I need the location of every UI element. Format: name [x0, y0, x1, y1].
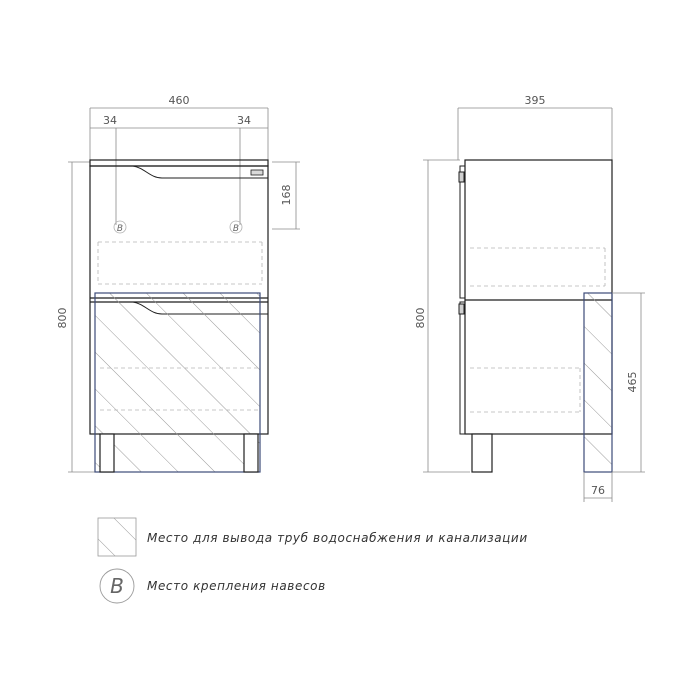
side-depth-label: 395 — [525, 94, 546, 107]
front-pipe-zone — [94, 292, 261, 473]
legend: Место для вывода труб водоснабжения и ка… — [97, 517, 528, 604]
svg-text:B: B — [117, 224, 123, 234]
front-legs — [99, 433, 259, 473]
legend-mount-text: Место крепления навесов — [147, 579, 326, 593]
side-height-dimension — [423, 159, 470, 473]
front-width-label: 460 — [169, 94, 190, 107]
front-right-offset-label: 34 — [237, 114, 251, 127]
side-pipe-height-label: 465 — [626, 372, 639, 393]
front-height-dimension — [68, 161, 95, 473]
side-height-label: 800 — [414, 308, 427, 329]
legend-mount-letter: B — [110, 574, 124, 598]
front-mount-marker-left: B — [113, 220, 127, 234]
front-mount-marker-right: B — [229, 220, 243, 234]
side-pipe-zone — [583, 292, 613, 473]
side-depth-dimension — [457, 107, 613, 160]
side-pipe-depth-label: 76 — [591, 484, 605, 497]
legend-hatch-swatch — [97, 517, 137, 557]
legend-mount-row: B Место крепления навесов — [99, 568, 326, 604]
side-view: 395 800 — [414, 94, 645, 502]
front-panel-height-label: 168 — [280, 185, 293, 206]
legend-pipe-zone-text: Место для вывода труб водоснабжения и ка… — [147, 531, 528, 545]
front-view: 460 34 34 168 800 — [56, 94, 300, 473]
front-hidden-lower-drawer — [100, 367, 260, 411]
side-pipe-height-dimension — [612, 292, 645, 473]
front-width-dimension — [89, 107, 269, 225]
side-pipe-depth-dimension — [583, 472, 613, 502]
side-leg — [471, 433, 493, 473]
front-hidden-drawer — [97, 241, 263, 285]
svg-text:B: B — [233, 224, 239, 234]
front-panel-height-dimension — [272, 161, 300, 230]
side-hidden-drawers — [470, 247, 606, 413]
legend-mount-symbol — [99, 568, 135, 604]
side-facade-edge — [458, 165, 466, 435]
legend-pipe-zone-row: Место для вывода труб водоснабжения и ка… — [97, 517, 528, 557]
front-height-label: 800 — [56, 308, 69, 329]
front-left-offset-label: 34 — [103, 114, 117, 127]
